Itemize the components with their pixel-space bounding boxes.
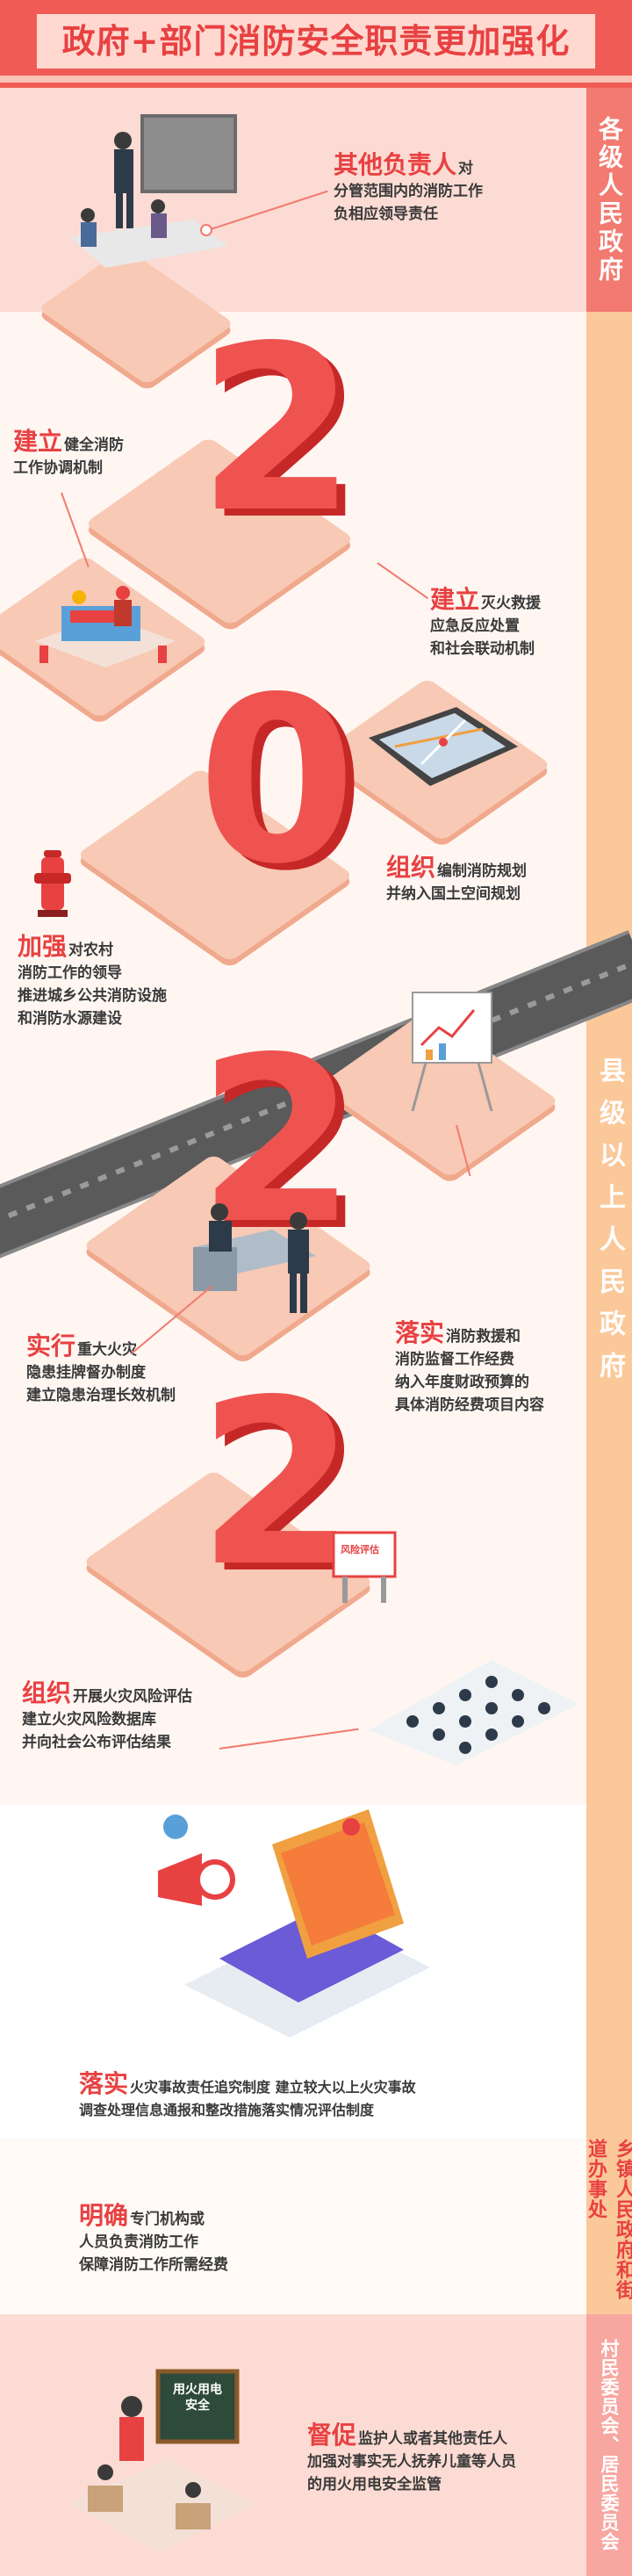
item-10-line1: 专门机构或 xyxy=(130,2211,205,2228)
item-4-keyword: 组织 xyxy=(386,853,436,882)
item-1-line2: 分管范围内的消防工作 xyxy=(334,183,483,200)
item-1-line1: 对 xyxy=(458,160,474,177)
item-11-line3: 的用火用电安全监管 xyxy=(307,2476,442,2493)
item-11-line1: 监护人或者其他责任人 xyxy=(358,2430,508,2448)
digit-0: 0 xyxy=(198,649,356,914)
item-3-line1: 灭火救援 xyxy=(481,595,542,612)
item-3-keyword: 建立 xyxy=(430,585,480,614)
item-fire-planning: 组织编制消防规划 并纳入国土空间规划 xyxy=(386,853,528,906)
item-3-line3: 和社会联动机制 xyxy=(430,640,535,658)
item-7-line3: 建立隐患治理长效机制 xyxy=(26,1387,176,1404)
item-7-line2: 隐患挂牌督办制度 xyxy=(26,1364,146,1382)
item-1-keyword: 其他负责人 xyxy=(334,150,457,179)
item-dedicated-staff: 明确专门机构或 人员负责消防工作 保障消防工作所需经费 xyxy=(79,2204,228,2277)
digit-2-third: 2 xyxy=(198,1352,356,1617)
item-11-keyword: 督促 xyxy=(307,2421,357,2450)
risk-board-text: 风险评估 xyxy=(341,1544,379,1555)
item-6-line3: 纳入年度财政预算的 xyxy=(395,1374,529,1391)
item-emergency-response: 建立灭火救援 应急反应处置 和社会联动机制 xyxy=(430,588,541,660)
sidebar-level-4-label: 村民委员会、居民委员会 xyxy=(599,2339,620,2551)
item-6-keyword: 落实 xyxy=(395,1318,445,1347)
item-funding: 落实消防救援和 消防监督工作经费 纳入年度财政预算的 具体消防经费项目内容 xyxy=(395,1321,544,1417)
band-section-4 xyxy=(0,2139,586,2314)
rescue-illustration xyxy=(35,586,176,667)
item-8-line1: 开展火灾风险评估 xyxy=(73,1688,193,1706)
item-2-line1: 健全消防 xyxy=(64,437,125,454)
item-7-line1: 重大火灾 xyxy=(77,1341,138,1359)
item-5-line4: 和消防水源建设 xyxy=(18,1010,122,1028)
page-title: 政府+部门消防安全职责更加强化 xyxy=(37,14,595,69)
connector-dot-1 xyxy=(200,224,212,236)
item-4-line2: 并纳入国土空间规划 xyxy=(386,885,521,903)
item-child-safety: 督促监护人或者其他责任人 加强对事实无人抚养儿童等人员 的用火用电安全监管 xyxy=(307,2421,516,2496)
sidebar-level-2-label: 县级以上人民政府 xyxy=(594,1057,625,1394)
item-10-line3: 保障消防工作所需经费 xyxy=(79,2256,228,2274)
audience-illustration xyxy=(369,1660,579,1765)
sidebar-level-1: 各级人民政府 xyxy=(586,88,632,312)
band-section-5 xyxy=(0,2314,586,2576)
laptop-megaphone-illustration xyxy=(158,1809,430,2038)
item-5-line3: 推进城乡公共消防设施 xyxy=(18,987,167,1005)
sidebar-level-1-label: 各级人民政府 xyxy=(595,115,624,285)
blackboard-line-1: 用火用电 xyxy=(173,2383,222,2397)
map-tablet-illustration xyxy=(369,707,518,786)
item-8-line2: 建立火灾风险数据库 xyxy=(22,1711,156,1728)
header-stripe xyxy=(0,76,632,83)
item-6-line1: 消防救援和 xyxy=(446,1328,521,1346)
item-9-keyword: 落实 xyxy=(79,2069,129,2098)
classroom-illustration xyxy=(70,2369,255,2551)
item-6-line4: 具体消防经费项目内容 xyxy=(395,1396,544,1414)
item-7-keyword: 实行 xyxy=(26,1331,76,1360)
item-6-line2: 消防监督工作经费 xyxy=(395,1351,514,1368)
fire-hydrant-icon xyxy=(34,850,71,917)
presentation-board-illustration xyxy=(411,992,493,1112)
blackboard-line-2: 安全 xyxy=(185,2399,210,2413)
item-5-keyword: 加强 xyxy=(18,932,68,961)
item-9-line2: 调查处理信息通报和整改措施落实情况评估制度 xyxy=(79,2102,375,2118)
item-1-line3: 负相应领导责任 xyxy=(334,206,438,223)
item-coordination: 建立健全消防 工作协调机制 xyxy=(13,427,125,480)
supervision-desk-illustration xyxy=(193,1203,316,1313)
item-10-line2: 人员负责消防工作 xyxy=(79,2233,198,2251)
item-5-line1: 对农村 xyxy=(68,942,114,959)
meeting-illustration xyxy=(70,114,237,268)
item-8-line3: 并向社会公布评估结果 xyxy=(22,1734,171,1751)
item-risk-assessment: 组织开展火灾风险评估 建立火灾风险数据库 并向社会公布评估结果 xyxy=(22,1681,193,1754)
item-8-keyword: 组织 xyxy=(22,1678,72,1707)
item-2-keyword: 建立 xyxy=(13,427,63,456)
item-4-line1: 编制消防规划 xyxy=(437,862,528,880)
blackboard-text: 用火用电 安全 xyxy=(162,2382,233,2414)
digit-2-first: 2 xyxy=(198,298,356,563)
sidebar-level-3: 乡镇人民政府和街道办事处 xyxy=(585,2139,632,2314)
item-accountability: 落实火灾事故责任追究制度 建立较大以上火灾事故 调查处理信息通报和整改措施落实情… xyxy=(79,2072,416,2122)
sidebar-level-2: 县级以上人民政府 xyxy=(586,312,632,2139)
item-5-line2: 消防工作的领导 xyxy=(18,964,122,982)
item-hazard-supervision: 实行重大火灾 隐患挂牌督办制度 建立隐患治理长效机制 xyxy=(26,1334,176,1407)
item-11-line2: 加强对事实无人抚养儿童等人员 xyxy=(307,2453,516,2471)
item-3-line2: 应急反应处置 xyxy=(430,617,520,635)
sidebar-level-3-label: 乡镇人民政府和街道办事处 xyxy=(585,2139,632,2300)
item-other-leaders: 其他负责人对 分管范围内的消防工作 负相应领导责任 xyxy=(334,153,483,226)
risk-assessment-board xyxy=(332,1531,397,1603)
sidebar-level-4: 村民委员会、居民委员会 xyxy=(586,2314,632,2576)
item-rural-fire: 加强对农村 消防工作的领导 推进城乡公共消防设施 和消防水源建设 xyxy=(18,932,167,1030)
item-2-line2: 工作协调机制 xyxy=(13,459,103,477)
item-10-keyword: 明确 xyxy=(79,2201,129,2230)
item-9-line1: 火灾事故责任追究制度 建立较大以上火灾事故 xyxy=(130,2079,416,2096)
